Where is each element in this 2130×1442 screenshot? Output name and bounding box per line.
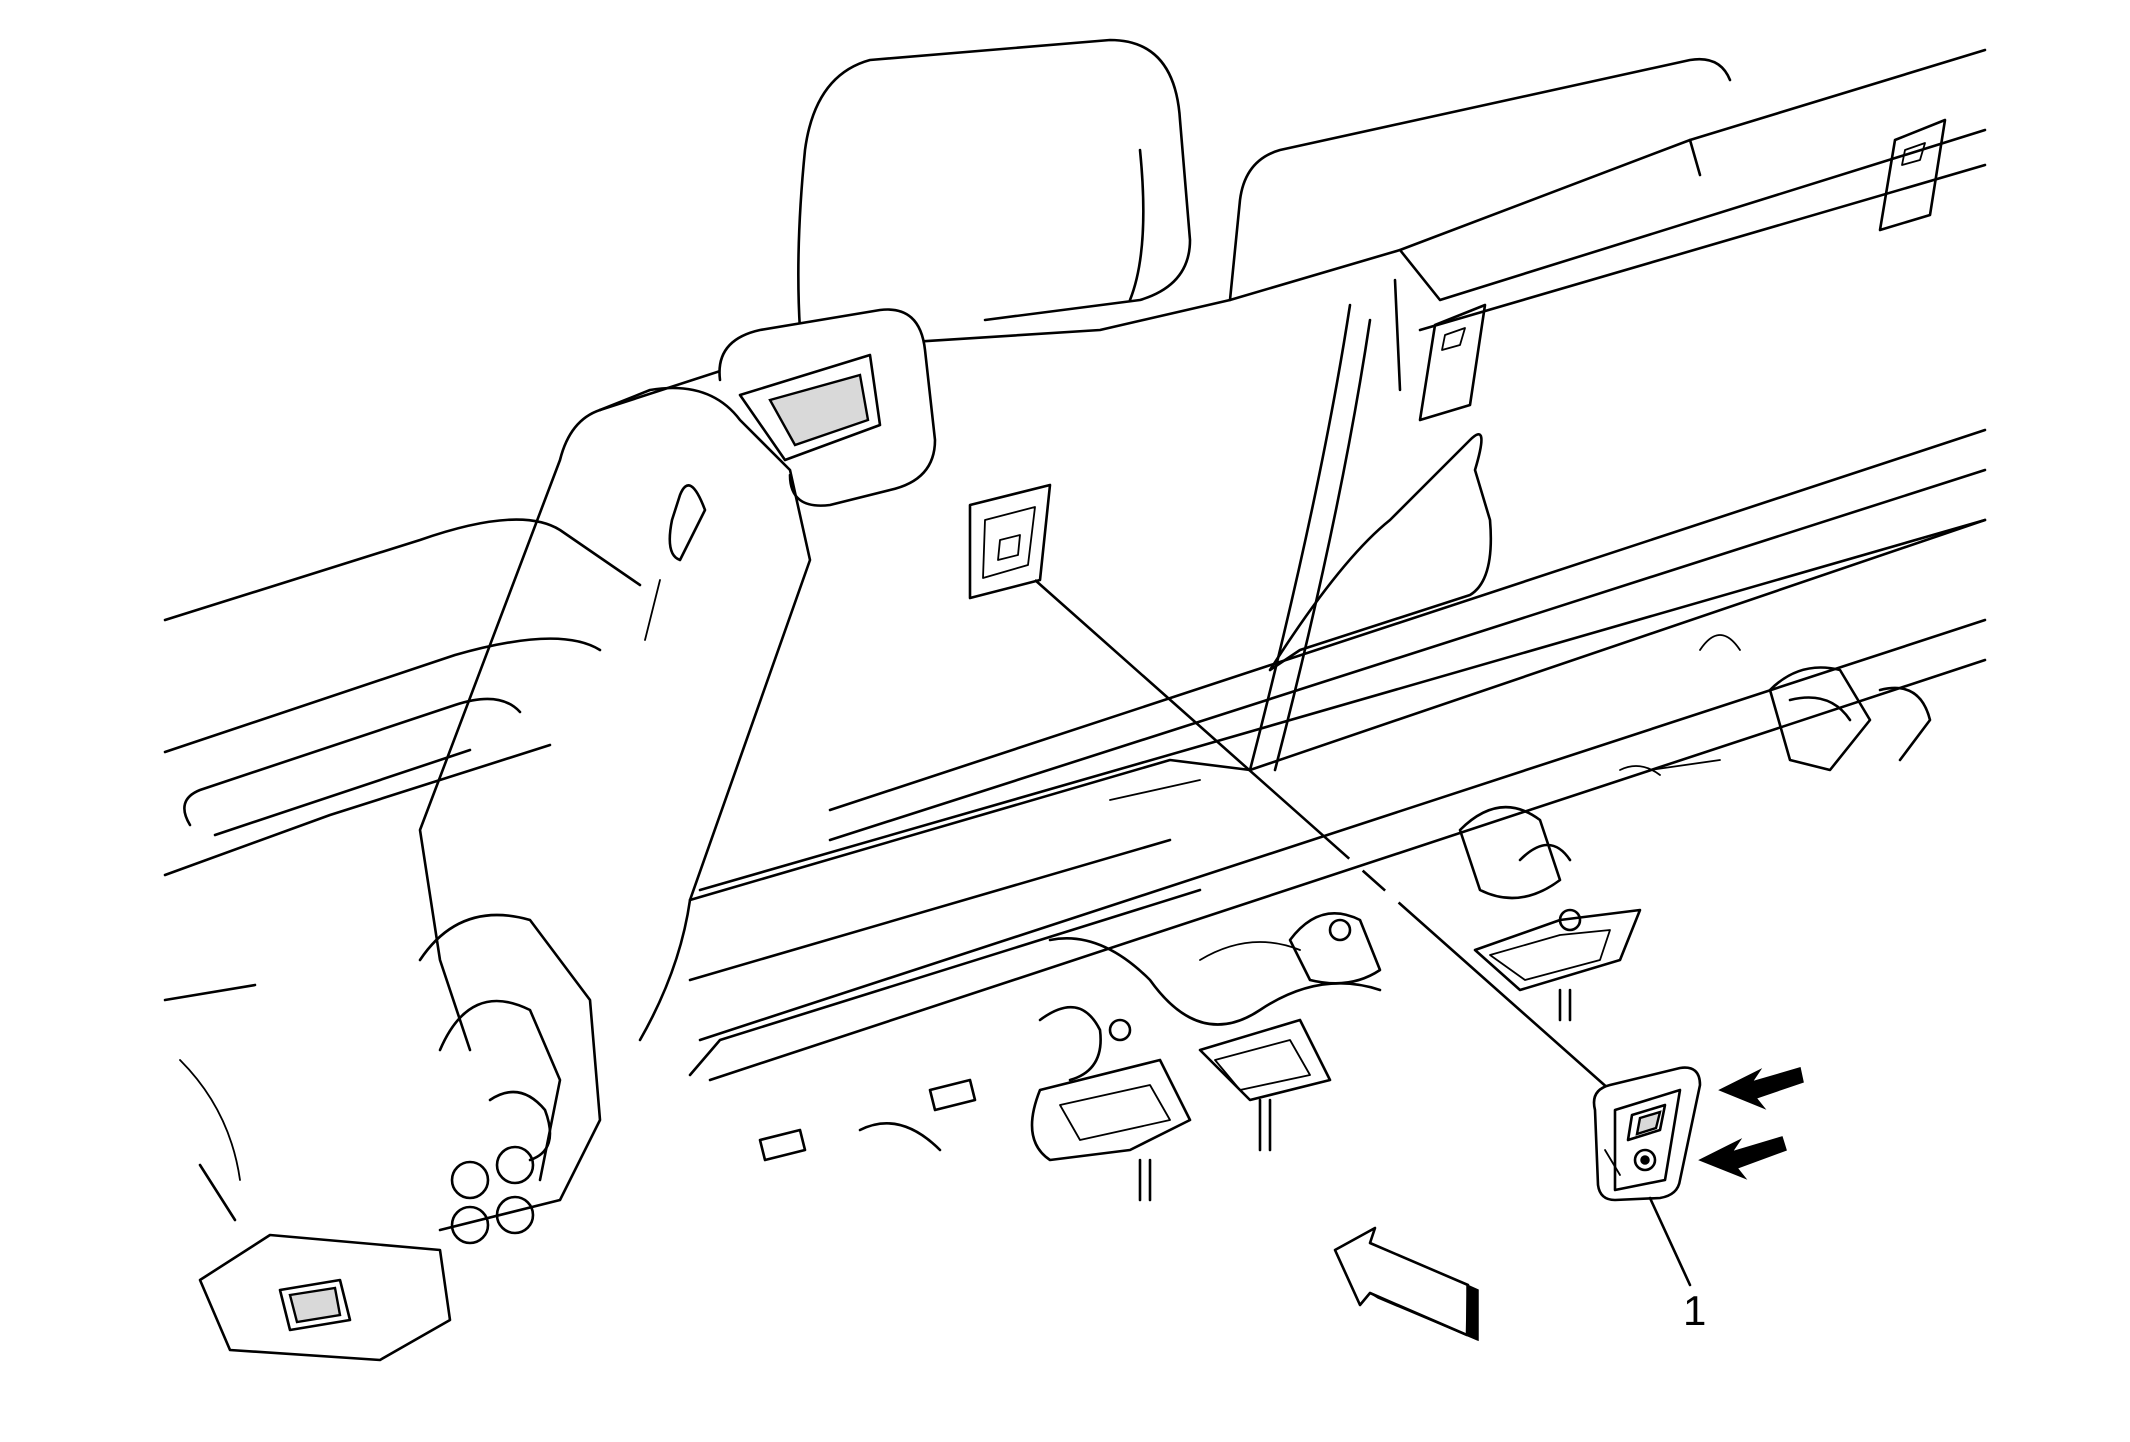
leader-line [1034,579,1611,1091]
view-direction-arrow-icon [1333,1226,1479,1342]
callout-1-label: 1 [1683,1287,1707,1334]
press-arrow-upper-icon [1718,1067,1804,1110]
seat-back-switch-bezel [1592,1066,1702,1202]
press-arrow-lower-icon [1698,1136,1787,1180]
seat-side-trim [198,386,812,1362]
seat-cushion [163,518,642,1222]
callout-1-leader [1648,1196,1692,1287]
seat-back-panel [598,38,1987,892]
seat-frame-hardware [688,518,1987,1202]
